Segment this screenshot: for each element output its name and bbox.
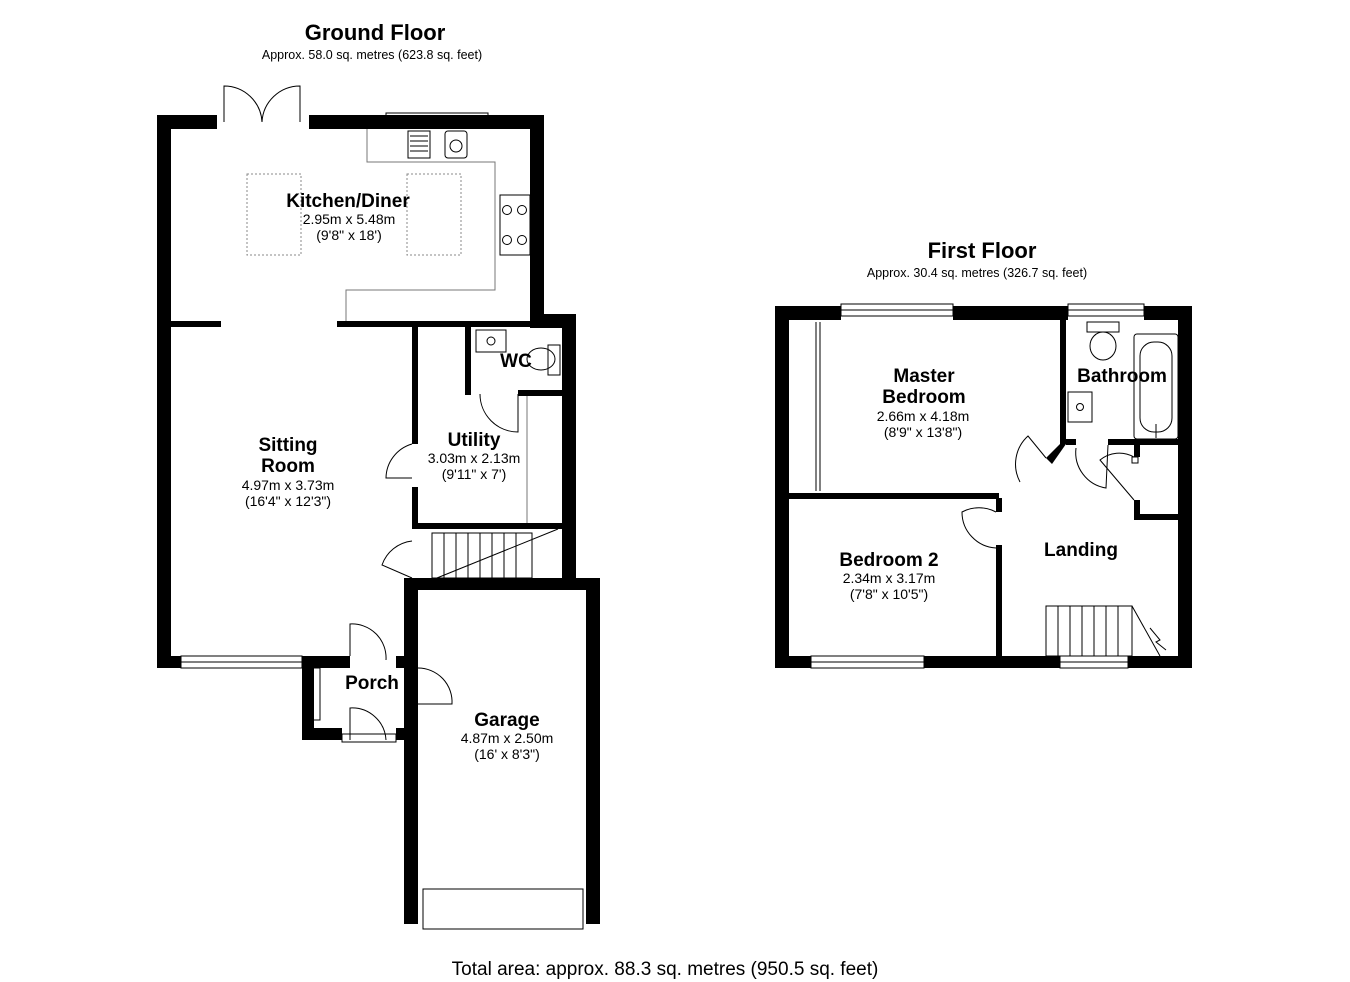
ground-floor-plan: Ground Floor Approx. 58.0 sq. metres (62… — [157, 20, 600, 930]
ground-floor-title: Ground Floor — [305, 20, 446, 45]
total-area: Total area: approx. 88.3 sq. metres (950… — [452, 959, 879, 980]
kitchen-label: Kitchen/Diner — [286, 191, 410, 212]
first-floor-plan: First Floor Approx. 30.4 sq. metres (326… — [775, 238, 1192, 669]
master-bedroom-dim-m: 2.66m x 4.18m — [877, 408, 970, 424]
sitting-room-dim-ft: (16'4" x 12'3") — [245, 493, 331, 509]
first-floor-area: Approx. 30.4 sq. metres (326.7 sq. feet) — [867, 266, 1087, 280]
ground-floor-area: Approx. 58.0 sq. metres (623.8 sq. feet) — [262, 48, 482, 62]
utility-dim-m: 3.03m x 2.13m — [428, 450, 521, 466]
bedroom2-dim-m: 2.34m x 3.17m — [843, 570, 936, 586]
kitchen-dim-m: 2.95m x 5.48m — [303, 211, 396, 227]
kitchen-fittings — [246, 129, 531, 321]
ground-walls — [157, 115, 600, 924]
porch-doors — [349, 623, 453, 741]
first-floor-title: First Floor — [928, 238, 1037, 263]
garage-dim-ft: (16' x 8'3") — [474, 746, 540, 762]
kitchen-dim-ft: (9'8" x 18') — [316, 227, 382, 243]
bedroom2-dim-ft: (7'8" x 10'5") — [850, 586, 928, 602]
sitting-room-label-line1: Sitting — [258, 435, 317, 456]
utility-label: Utility — [448, 430, 501, 451]
bathroom-fixtures — [1067, 321, 1179, 440]
ground-internal-doors — [381, 329, 561, 579]
first-internal-doors — [961, 435, 1139, 549]
porch-label: Porch — [345, 673, 399, 694]
utility-dim-ft: (9'11" x 7') — [442, 466, 507, 482]
garage-label: Garage — [474, 710, 539, 731]
bedroom2-label: Bedroom 2 — [839, 550, 938, 571]
master-bedroom-label-line2: Bedroom — [882, 387, 965, 408]
first-stairs — [1045, 605, 1167, 657]
master-wardrobe — [815, 322, 821, 491]
kitchen-french-doors — [223, 85, 301, 123]
ground-stairs — [431, 528, 559, 581]
first-walls — [775, 306, 1192, 668]
bathroom-label: Bathroom — [1077, 366, 1167, 387]
garage-dim-m: 4.87m x 2.50m — [461, 730, 554, 746]
sitting-room-dim-m: 4.97m x 3.73m — [242, 477, 335, 493]
master-bedroom-label-line1: Master — [893, 366, 955, 387]
landing-label: Landing — [1044, 540, 1118, 561]
ground-windows — [180, 112, 584, 930]
master-bedroom-dim-ft: (8'9" x 13'8") — [884, 424, 962, 440]
wc-label: WC — [500, 351, 532, 372]
sitting-room-label-line2: Room — [261, 456, 315, 477]
